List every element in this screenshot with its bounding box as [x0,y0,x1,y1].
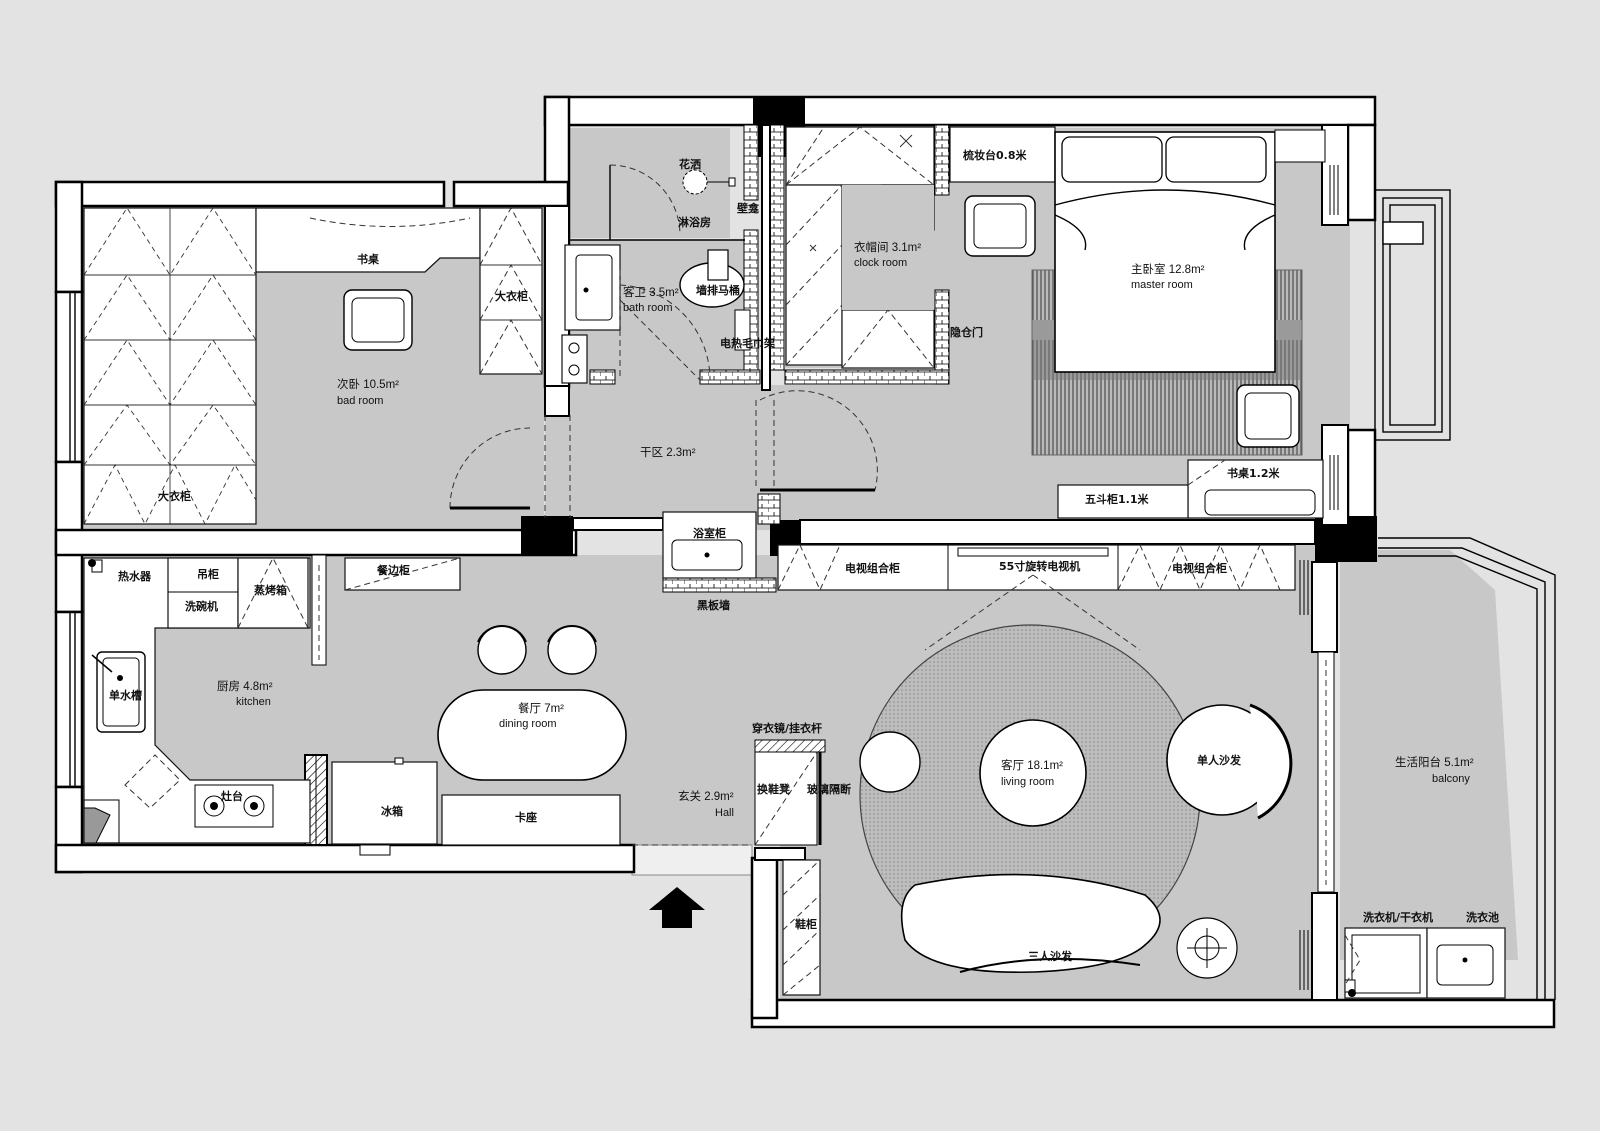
tv-cabinet-left-label: 电视组合柜 [845,561,900,575]
tv-cabinet [777,543,1296,651]
cloakroom-title: 衣帽间 3.1m² [854,240,921,254]
single-sofa-label: 单人沙发 [1197,753,1242,767]
wall-cabinet-label: 吊柜 [197,567,219,581]
stove-label: 灶台 [221,789,243,803]
balcony-subtitle: balcony [1432,773,1470,785]
radiators [1299,165,1339,990]
second-bedroom-title: 次卧 10.5m² [337,377,399,391]
blackboard-label: 黑板墙 [697,598,730,612]
second-bedroom-subtitle: bad room [337,395,383,407]
single-sink-label: 单水槽 [109,688,142,702]
bay-window-right [1374,189,1451,441]
bath-cabinet [662,511,757,579]
left-window [69,292,76,787]
desk-master-label: 书桌1.2米 [1227,466,1280,480]
dining-title: 餐厅 7m² [518,701,564,715]
oven-label: 蒸烤箱 [254,583,287,597]
towel-rack-label: 电热毛巾架 [720,336,775,350]
big-wardrobe-label: 大衣柜 [495,289,528,303]
brick-walls [589,124,950,593]
bed-master [1054,129,1326,373]
coffee-table [859,719,1087,827]
shoe-cabinet-label: 鞋柜 [795,917,817,931]
armchair-master-top [964,195,1036,257]
armchair-master-bottom [1236,384,1300,448]
hall-title: 玄关 2.9m² [678,789,734,803]
vanity-label: 梳妆台0.8米 [962,148,1027,162]
bar-stools [477,625,597,675]
dishwasher-label: 洗碗机 [185,599,218,613]
dry-zone-title: 干区 2.3m² [640,447,696,459]
bathroom-fixtures [561,164,751,384]
master-title: 主卧室 12.8m² [1131,262,1205,276]
chest-drawers-label: 五斗柜1.1米 [1085,492,1149,506]
three-sofa-label: 三人沙发 [1028,949,1073,963]
balcony-door [1317,651,1335,893]
fridge [331,757,438,856]
big-wardrobe [479,206,543,375]
sideboard-label: 餐边柜 [376,563,410,577]
wardrobe-left [83,207,257,525]
wall-niche-label: 壁龛 [737,201,760,215]
kitchen-door [311,554,327,845]
single-sofa [1166,703,1293,820]
kitchen-subtitle: kitchen [236,696,271,708]
bath-cabinet-label: 浴室柜 [693,526,726,540]
desk-master [1057,459,1324,519]
wall-toilet-label: 墙排马桶 [696,283,740,297]
chair-second-bedroom [343,289,413,351]
cloakroom-subtitle: clock room [854,257,907,269]
shower-room-label: 淋浴房 [678,215,711,229]
laundry [1344,927,1506,999]
glass-partition-label: 玻璃隔断 [807,782,851,796]
bath-title: 客卫 3.5m² [623,285,679,299]
washer-label: 洗衣机/干衣机 [1363,910,1433,924]
kitchen-counters [83,556,311,844]
shoe-bench-label: 换鞋凳 [757,782,791,796]
floor-lamp [1176,917,1238,979]
water-heater-label: 热水器 [118,569,152,583]
desk-second-bedroom [255,207,481,273]
tv-label: 55寸旋转电视机 [999,559,1080,573]
living-title: 客厅 18.1m² [1001,758,1063,772]
cloakroom-cabinets [785,126,935,369]
dining-subtitle: dining room [499,718,556,730]
three-sofa [900,873,1161,974]
bath-subtitle: bath room [623,302,673,314]
shower-head-label: 花洒 [679,157,701,171]
hidden-door-label: 隐仓门 [950,325,983,339]
desk-second-label: 书桌 [357,252,380,266]
master-subtitle: master room [1131,279,1193,291]
booth-label: 卡座 [515,810,537,824]
partitions [304,124,1349,1001]
balcony-window [1378,537,1556,1000]
tv-cabinet-right-label: 电视组合柜 [1172,561,1227,575]
hall-subtitle: Hall [715,807,734,819]
labels: 次卧 10.5m² bad room 衣帽间 3.1m² clock room … [109,148,1499,963]
doors-center [544,390,878,518]
fridge-label: 冰箱 [381,804,403,818]
booth [441,794,621,846]
living-subtitle: living room [1001,776,1054,788]
dining-table [437,689,627,781]
hall-fixtures [632,739,826,996]
kitchen-title: 厨房 4.8m² [217,680,273,693]
mirror-label: 穿衣镜/挂衣杆 [752,721,822,735]
door-second-bedroom [449,427,531,510]
wardrobe-label: 大衣柜 [158,489,191,503]
balcony-title: 生活阳台 5.1m² [1395,755,1474,769]
sideboard [344,557,461,591]
laundry-sink-label: 洗衣池 [1466,910,1499,924]
